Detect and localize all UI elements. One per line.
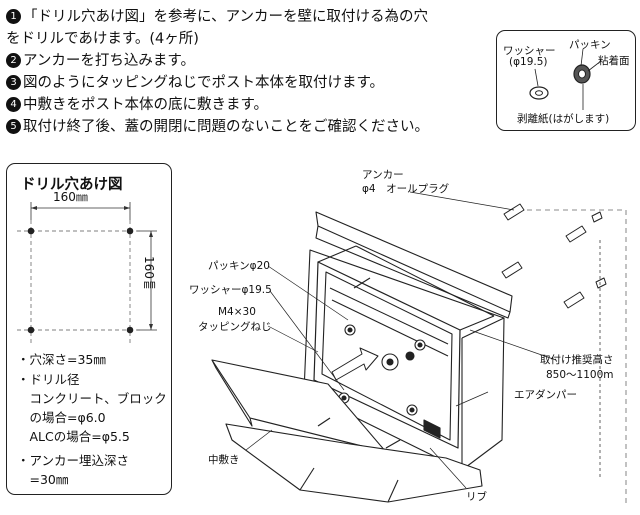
instruction-steps: 1 「ドリル穴あけ図」を参考に、アンカーを壁に取付ける為の穴 をドリルであけます… [6, 6, 486, 138]
washer-size-label: (φ19.5) [509, 56, 548, 68]
mat-label: 中敷き [208, 454, 240, 466]
release-paper-label: 剥離紙(はがします) [517, 113, 610, 125]
step-number: 5 [6, 119, 21, 134]
height-label: 取付け推奨高さ [540, 354, 614, 366]
washer-label: ワッシャー [503, 45, 556, 57]
step-number: 3 [6, 75, 21, 90]
step-text: をドリルであけます。(4ヶ所) [6, 31, 199, 47]
step-text: 取付け終了後、蓋の開閉に問題のないことをご確認ください。 [23, 119, 429, 135]
drill-hole-diagram [17, 202, 157, 344]
spec-line: ・アンカー埋込深さ [17, 453, 130, 468]
step-number: 2 [6, 53, 21, 68]
packing-label: パッキン [569, 39, 611, 51]
spec-line: コンクリート、ブロック [17, 391, 167, 406]
washer-callout: ワッシャーφ19.5 [189, 284, 272, 296]
packing-callout: パッキンφ20 [208, 260, 270, 272]
step-3: 3 図のようにタッピングねじでポスト本体を取付けます。 [6, 72, 486, 94]
step-1-continued: をドリルであけます。(4ヶ所) [6, 28, 486, 50]
width-dimension: 160㎜ [53, 190, 88, 204]
rib-label: リブ [466, 491, 487, 503]
step-number: 1 [6, 9, 21, 24]
anchor-spec-label: φ4 オールプラグ [362, 183, 450, 195]
spec-line: =30㎜ [17, 472, 69, 487]
parts-illustration [529, 48, 602, 110]
anchor-label: アンカー [362, 169, 404, 181]
drill-diagram-box: ドリル穴あけ図 160㎜ 160㎜ ・穴深さ=35㎜ ・ドリル径 コンクリート、… [6, 163, 172, 495]
step-text: 「ドリル穴あけ図」を参考に、アンカーを壁に取付ける為の穴 [23, 9, 428, 25]
step-4: 4 中敷きをポスト本体の底に敷きます。 [6, 94, 486, 116]
drill-hole-marker [27, 227, 134, 334]
step-text: アンカーを打ち込みます。 [23, 53, 195, 69]
step-text: 中敷きをポスト本体の底に敷きます。 [23, 97, 269, 113]
screw-size-label: M4×30 [218, 306, 256, 318]
step-text: 図のようにタッピングねじでポスト本体を取付けます。 [23, 75, 385, 91]
parts-box: ワッシャー (φ19.5) パッキン 粘着面 剥離紙(はがします) [496, 30, 636, 131]
adhesive-label: 粘着面 [598, 55, 630, 67]
step-5: 5 取付け終了後、蓋の開閉に問題のないことをご確認ください。 [6, 116, 486, 138]
spec-line: ・穴深さ=35㎜ [17, 352, 106, 367]
height-dimension: 160㎜ [142, 256, 156, 291]
spec-line: ・ドリル径 [17, 372, 80, 387]
drill-title: ドリル穴あけ図 [21, 177, 123, 193]
step-2: 2 アンカーを打ち込みます。 [6, 50, 486, 72]
step-1: 1 「ドリル穴あけ図」を参考に、アンカーを壁に取付ける為の穴 [6, 6, 486, 28]
washer-icon [529, 86, 549, 100]
air-damper-label: エアダンパー [514, 389, 577, 401]
step-number: 4 [6, 97, 21, 112]
packing-icon [573, 64, 591, 84]
spec-line: ALCの場合=φ5.5 [17, 429, 130, 444]
spec-line: の場合=φ6.0 [17, 410, 106, 425]
screw-type-label: タッピングねじ [198, 321, 272, 333]
height-range-label: 850～1100m [546, 369, 614, 381]
